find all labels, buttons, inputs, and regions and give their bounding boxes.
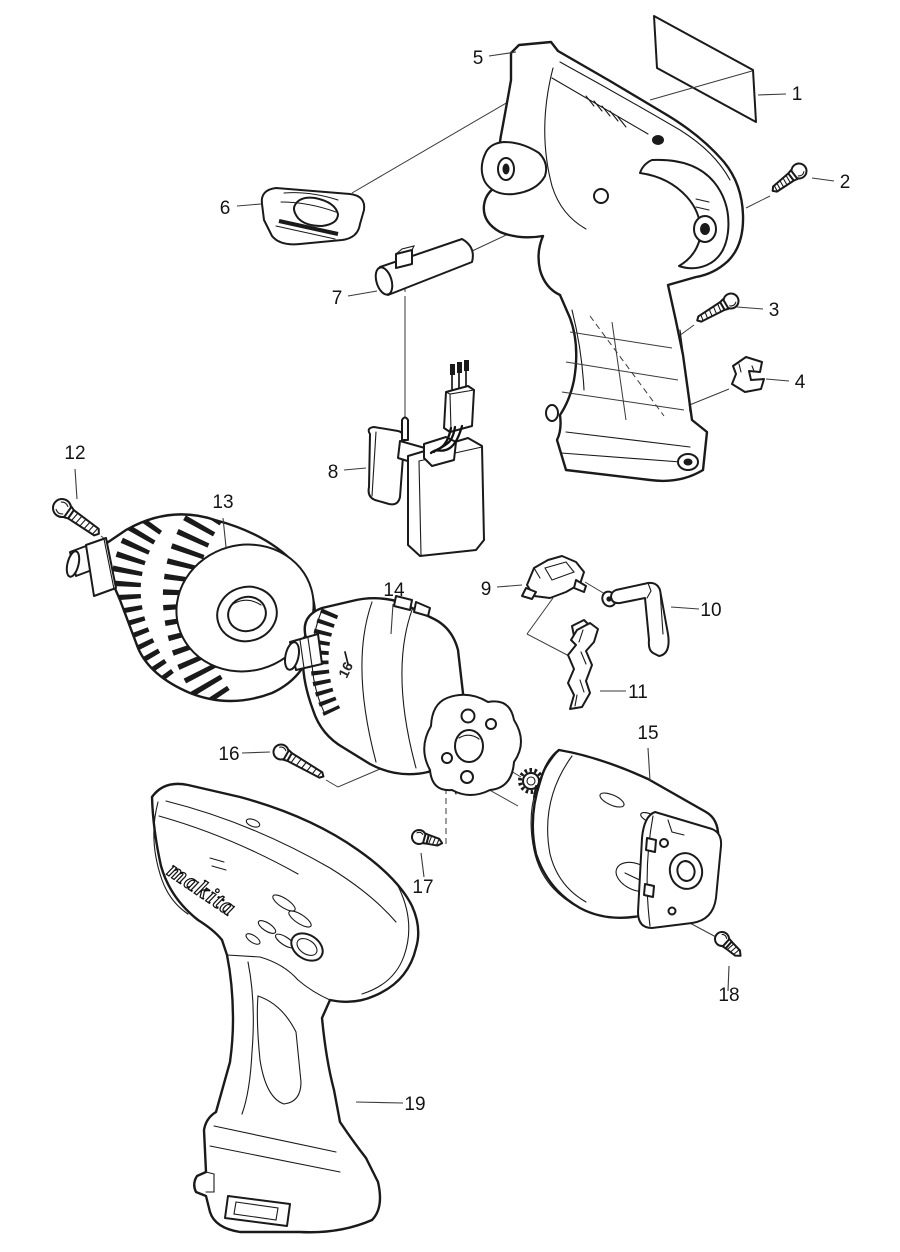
callout-number-11: 11 — [628, 682, 648, 703]
part-bracket — [601, 581, 670, 657]
callout-leader-7 — [347, 290, 378, 297]
callout-leader-12 — [74, 468, 78, 500]
part-housing-left-half: makita — [150, 782, 420, 1234]
callout-number-1: 1 — [792, 84, 803, 105]
callout-number-9: 9 — [481, 579, 492, 600]
part-chuck-screw-12 — [52, 498, 100, 537]
callout-number-14: 14 — [383, 580, 405, 601]
callout-leader-17 — [420, 852, 425, 878]
callout-number-5: 5 — [473, 48, 484, 69]
callout-leader-18 — [727, 965, 730, 992]
callout-leader-8 — [343, 467, 367, 471]
callout-number-2: 2 — [840, 172, 851, 193]
callout-number-6: 6 — [220, 198, 231, 219]
part-trigger-switch — [367, 360, 485, 557]
part-motor — [518, 748, 723, 929]
callout-leader-2 — [811, 177, 835, 182]
part-clip — [731, 356, 765, 393]
callout-number-7: 7 — [332, 288, 343, 309]
callout-leader-9 — [496, 584, 523, 588]
part-cover-plate — [260, 187, 366, 246]
callout-leader-14 — [390, 603, 394, 635]
part-screw-2 — [771, 162, 808, 193]
callout-number-18: 18 — [718, 985, 739, 1006]
callout-leader-6 — [236, 203, 262, 207]
callout-number-12: 12 — [64, 443, 85, 464]
callout-number-3: 3 — [769, 300, 780, 321]
callout-leader-19 — [355, 1101, 404, 1104]
part-gear-assembly: 16 — [284, 595, 522, 796]
callout-leader-10 — [670, 606, 700, 610]
part-screw-18 — [714, 931, 742, 957]
part-screw-17 — [411, 829, 444, 847]
part-switch-block — [521, 555, 587, 600]
callout-number-17: 17 — [412, 877, 433, 898]
callout-number-13: 13 — [212, 492, 233, 513]
part-housing-right-half — [480, 40, 745, 483]
part-screw-16 — [272, 743, 325, 779]
callout-leader-4 — [765, 378, 790, 382]
callout-leader-5 — [488, 51, 517, 57]
callout-number-15: 15 — [637, 723, 658, 744]
part-drill-chuck — [65, 513, 317, 703]
callout-number-19: 19 — [404, 1094, 425, 1115]
callout-number-10: 10 — [700, 600, 721, 621]
callout-number-16: 16 — [218, 744, 239, 765]
callout-leader-15 — [647, 747, 651, 782]
part-name-plate-label — [649, 15, 757, 123]
callout-leader-1 — [757, 93, 787, 96]
part-slide-bar — [374, 238, 474, 296]
callout-number-8: 8 — [328, 462, 339, 483]
callout-number-4: 4 — [795, 372, 806, 393]
callout-leader-16 — [241, 751, 271, 754]
torque-scale-marking: 16 — [335, 659, 356, 680]
part-screw-3 — [696, 292, 740, 323]
callout-leader-3 — [736, 306, 764, 310]
part-lever — [567, 619, 599, 710]
callout-leader-13 — [222, 517, 227, 548]
